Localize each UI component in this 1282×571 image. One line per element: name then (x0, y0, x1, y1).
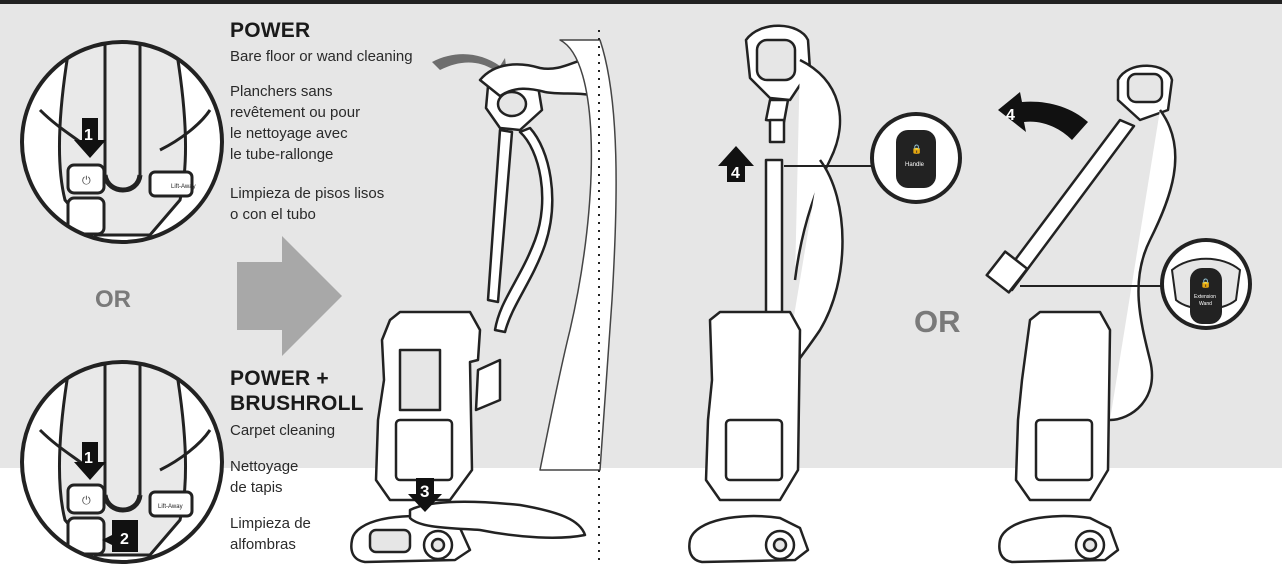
vacuum-handle-removed (688, 24, 844, 564)
power-brushroll-english-text: Carpet cleaning (230, 422, 336, 439)
step-4-number-left: 4 (731, 165, 740, 182)
lift-away-label-bottom: Lift-Away (158, 504, 183, 510)
handle-release-button (896, 130, 936, 188)
step-4-arrow-up (718, 146, 754, 182)
power-brushroll-heading: POWER + BRUSHROLL (230, 367, 364, 415)
handle-callout-label: Handle (905, 162, 925, 168)
power-brushroll-spanish-text: Limpieza de alfombras (230, 515, 311, 553)
step-3-number: 3 (420, 482, 429, 501)
power-brushroll-french-text: Nettoyage de tapis (230, 458, 299, 496)
wand-callout-label-1: Extension (1194, 294, 1216, 300)
step-1-arrow-top (74, 118, 106, 158)
or-label-left: OR (95, 286, 131, 313)
switch-detail-circle-bottom: Lift-Away ⏻ 1 2 (20, 360, 224, 564)
power-symbol-bottom: ⏻ (82, 495, 91, 507)
power-french-text: Planchers sans revêtement ou pour le net… (230, 83, 361, 163)
step-1-number-bottom: 1 (84, 450, 93, 467)
lift-away-label-top: Lift-Away (171, 184, 196, 190)
top-rule (0, 0, 1282, 4)
vacuum-upright-with-hand (350, 39, 617, 564)
or-label-right: OR (914, 304, 961, 339)
switch-detail-circle-top: Lift-Away ⏻ 1 (20, 40, 224, 244)
power-heading: POWER (230, 19, 311, 42)
direction-arrow (237, 236, 342, 356)
wand-callout-label-2: Wand (1199, 301, 1212, 307)
vacuum-wand-removed (985, 64, 1177, 564)
step-2-number: 2 (120, 531, 129, 548)
step-4-arrow-curved (998, 92, 1088, 140)
step-3-arrow (408, 478, 442, 512)
wand-release-button (1190, 268, 1222, 324)
power-symbol-top: ⏻ (82, 175, 91, 187)
step-1-arrow-bottom (74, 442, 106, 480)
step-1-number-top: 1 (84, 127, 93, 144)
step-4-number-right: 4 (1006, 107, 1015, 124)
power-spanish-text: Limpieza de pisos lisos o con el tubo (230, 185, 385, 223)
step-2-arrow (102, 520, 138, 552)
power-english-text: Bare floor or wand cleaning (230, 48, 413, 65)
lock-icon-handle: 🔒 (911, 144, 922, 154)
lock-icon-wand: 🔒 (1200, 278, 1211, 288)
